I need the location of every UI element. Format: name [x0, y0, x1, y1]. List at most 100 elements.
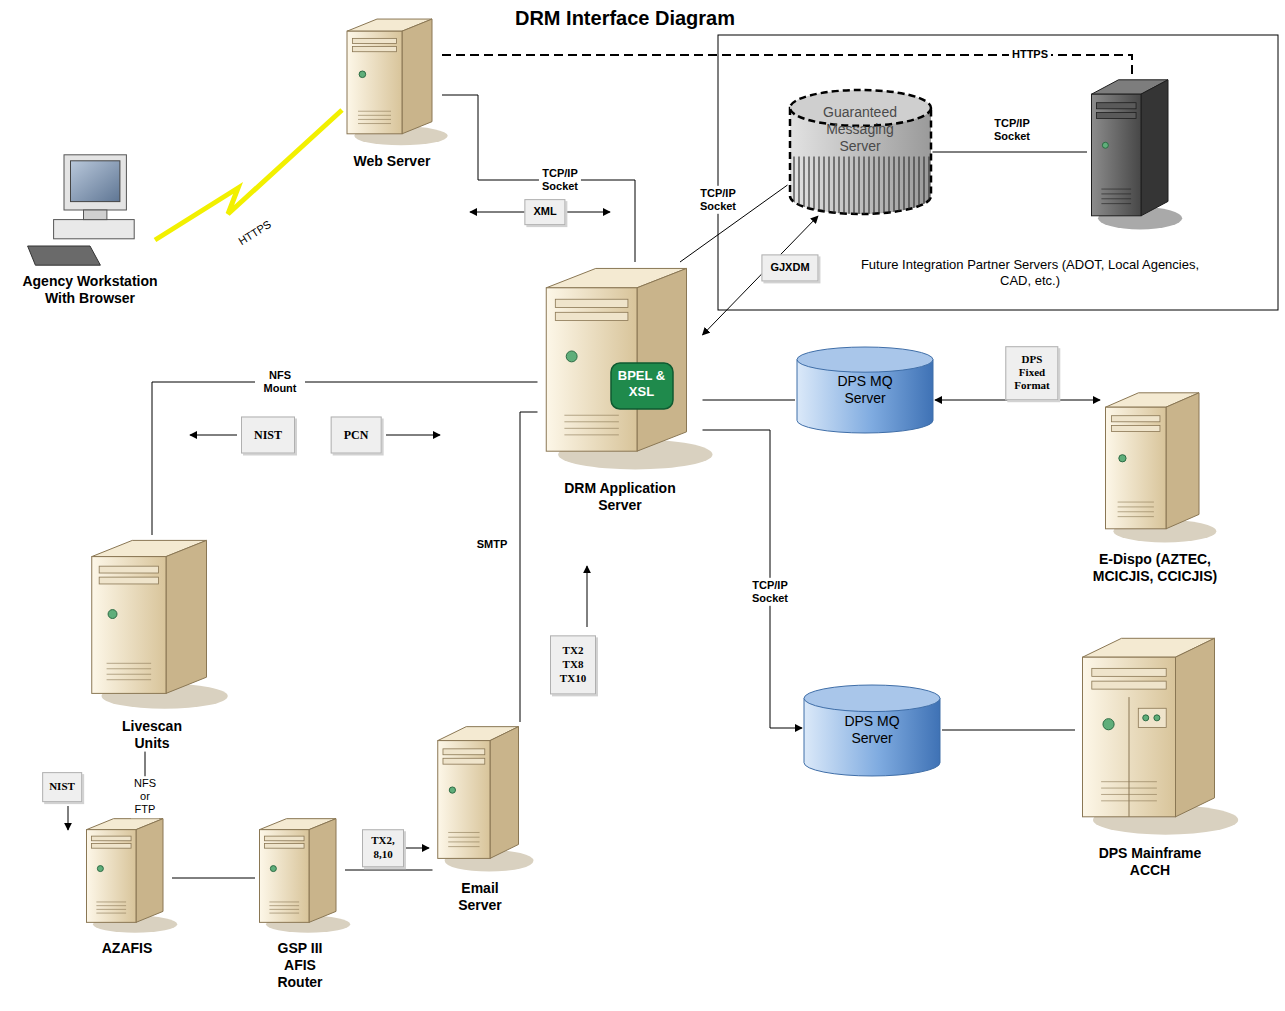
- screen: [71, 161, 120, 202]
- cylinder-texture: [790, 156, 931, 214]
- server-icon: [87, 819, 178, 933]
- connector-label: HTTPS: [1009, 47, 1051, 62]
- panel-led: [1154, 715, 1160, 721]
- drive-slot: [1096, 112, 1136, 118]
- data-flow-arrow: [386, 435, 440, 436]
- node-label: Livescan Units: [107, 718, 197, 752]
- node-label: Web Server: [337, 153, 447, 170]
- vent-line: [96, 905, 126, 906]
- node-label: DPS Mainframe ACCH: [1088, 845, 1213, 879]
- drive-slot: [91, 844, 131, 849]
- power-led: [1102, 142, 1108, 148]
- gjxdm-link: [703, 216, 819, 335]
- node-outline: [342, 15, 442, 150]
- power-led: [270, 866, 276, 872]
- mainframe: DPS Mainframe ACCH: [1075, 632, 1225, 879]
- connector-label: TCP/IP Socket: [697, 186, 739, 214]
- vent-line: [96, 901, 126, 902]
- node-outline: [1087, 75, 1177, 235]
- partner-server: Future Integration Partner Servers (ADOT…: [1087, 75, 1177, 235]
- connector-label: GJXDM: [761, 254, 818, 281]
- drive-slot: [353, 47, 397, 52]
- vent-line: [1101, 203, 1131, 204]
- web-server: Web Server: [342, 15, 442, 170]
- server-icon: [260, 819, 351, 933]
- vent-line: [564, 428, 618, 429]
- side-face: [136, 819, 163, 923]
- drive-slot: [1112, 416, 1160, 422]
- vent-line: [564, 421, 618, 422]
- vent-line: [358, 115, 391, 116]
- mq-link: [703, 400, 796, 401]
- front-face: [347, 31, 402, 134]
- connector-label: SMTP: [474, 537, 511, 552]
- integration-frame: [718, 35, 1278, 310]
- node-outline: [1075, 632, 1225, 842]
- power-led: [1119, 455, 1126, 462]
- payload-label: XML: [524, 199, 565, 225]
- side-face: [166, 540, 207, 693]
- vent-line: [1118, 516, 1154, 517]
- vent-line: [358, 123, 391, 124]
- connector-label: DPS Fixed Format: [1005, 346, 1058, 400]
- afis-server: AZAFIS: [82, 815, 172, 957]
- panel: [1138, 708, 1166, 727]
- vent-line: [1101, 189, 1131, 190]
- side-face: [1176, 638, 1215, 817]
- front-face: [1083, 657, 1176, 817]
- front-face: [437, 741, 489, 859]
- router-link: [345, 870, 433, 871]
- drive-slot: [91, 836, 131, 841]
- server-icon: [91, 540, 227, 708]
- data-flow-arrow: [190, 435, 237, 436]
- side-face: [637, 268, 687, 451]
- dark-icon: [1092, 80, 1183, 230]
- front-face: [87, 830, 137, 923]
- node-outline: [433, 722, 528, 877]
- node-outline: [255, 815, 345, 937]
- node-text: BPEL & XSL: [612, 368, 672, 399]
- bpel-badge: BPEL & XSL: [610, 362, 674, 410]
- side-face: [1141, 80, 1168, 216]
- payload-label: NIST: [241, 417, 295, 454]
- data-flow-arrow: [405, 848, 429, 849]
- drive-slot: [264, 836, 304, 841]
- data-flow-arrow: [587, 566, 588, 627]
- vent-line: [269, 909, 299, 910]
- server-icon: [437, 727, 533, 872]
- mq-server: DPS MQ Server: [795, 345, 935, 435]
- server-icon: [347, 19, 448, 145]
- drive-slot: [99, 577, 158, 584]
- vent-line: [1118, 506, 1154, 507]
- drive-slot: [1092, 681, 1166, 689]
- node-label: Future Integration Partner Servers (ADOT…: [860, 257, 1200, 288]
- node-label: Agency Workstation With Browser: [10, 273, 170, 307]
- mainframe-icon: [1083, 638, 1239, 834]
- vent-line: [358, 119, 391, 120]
- socket-link: [680, 185, 788, 262]
- node-outline: [85, 535, 220, 715]
- afis-link: [172, 878, 255, 879]
- gms-icon: [790, 90, 931, 214]
- node-text: DPS MQ Server: [836, 713, 908, 747]
- afis-router: GSP III AFIS Router: [255, 815, 345, 990]
- email-server: Email Server: [433, 722, 528, 914]
- front-face: [91, 557, 165, 694]
- front-face: [1092, 94, 1142, 216]
- server-icon: [1106, 393, 1217, 543]
- monitor-stand: [84, 210, 107, 220]
- door-split: [1129, 697, 1130, 817]
- vent-line: [1118, 511, 1154, 512]
- node-label: GSP III AFIS Router: [269, 940, 331, 990]
- payload-label: TX2 TX8 TX10: [550, 635, 596, 694]
- cylinder-top: [804, 685, 940, 712]
- node-outline: [1100, 388, 1210, 548]
- connector-label: NFS or FTP: [131, 776, 159, 818]
- side-face: [402, 19, 432, 134]
- connector-label: NFS Mount: [255, 368, 305, 396]
- side-face: [309, 819, 336, 923]
- agency-workstation: Agency Workstation With Browser: [25, 150, 155, 307]
- power-led: [1103, 719, 1114, 730]
- smtp-link: [520, 412, 538, 722]
- power-led: [359, 71, 366, 78]
